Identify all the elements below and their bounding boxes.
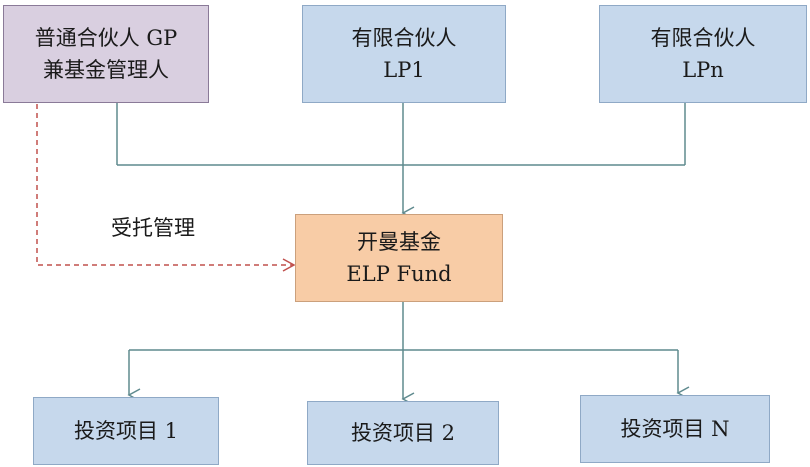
fund-line2: ELP Fund bbox=[346, 262, 452, 286]
lp1-node: 有限合伙人 LP1 bbox=[302, 5, 506, 103]
fund-line1: 开曼基金 bbox=[357, 230, 441, 254]
project-1-label: 投资项目 1 bbox=[73, 419, 179, 443]
project-n-node: 投资项目 N bbox=[580, 395, 770, 463]
management-edge-label: 受托管理 bbox=[111, 216, 195, 240]
project-1-node: 投资项目 1 bbox=[33, 397, 219, 465]
lp1-line2: LP1 bbox=[383, 58, 425, 82]
fund-node: 开曼基金 ELP Fund bbox=[295, 214, 503, 302]
lp1-line1: 有限合伙人 bbox=[351, 26, 457, 50]
gp-line2: 兼基金管理人 bbox=[43, 58, 169, 82]
project-2-node: 投资项目 2 bbox=[307, 401, 499, 465]
lpn-line1: 有限合伙人 bbox=[650, 26, 756, 50]
lpn-node: 有限合伙人 LPn bbox=[599, 5, 807, 103]
project-2-label: 投资项目 2 bbox=[350, 421, 456, 445]
gp-line1: 普通合伙人 GP bbox=[34, 26, 178, 50]
project-n-label: 投资项目 N bbox=[620, 417, 730, 441]
lpn-line2: LPn bbox=[682, 58, 724, 82]
gp-node: 普通合伙人 GP 兼基金管理人 bbox=[3, 5, 209, 103]
